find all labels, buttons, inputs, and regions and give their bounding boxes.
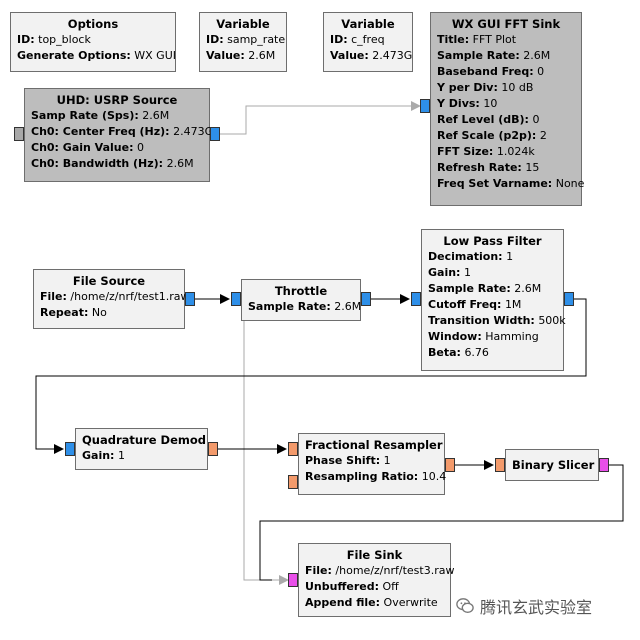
block-title: Fractional Resampler (305, 438, 443, 452)
throttle-in-port[interactable] (231, 292, 241, 306)
file-source-out-port[interactable] (185, 292, 195, 306)
frac-resampler-in-port-0[interactable] (288, 442, 298, 456)
variable-samp-rate-block[interactable]: Variable ID: samp_rate Value: 2.6M (199, 12, 287, 72)
frac-resampler-in-port-1[interactable] (288, 475, 298, 489)
throttle-block[interactable]: Throttle Sample Rate: 2.6M (241, 279, 361, 321)
block-title: WX GUI FFT Sink (451, 17, 561, 31)
lpf-in-port[interactable] (411, 292, 421, 306)
fft-sink-block[interactable]: WX GUI FFT Sink Title: FFT Plot Sample R… (430, 12, 584, 206)
variable-c-freq-block[interactable]: Variable ID: c_freq Value: 2.473G (323, 12, 413, 72)
usrp-source-block[interactable]: UHD: USRP Source Samp Rate (Sps): 2.6M C… (24, 88, 213, 182)
frac-resampler-out-port[interactable] (445, 458, 455, 472)
block-title: File Source (72, 274, 146, 288)
block-title: Low Pass Filter (443, 234, 542, 248)
wire-slicer-filesink (259, 464, 624, 581)
low-pass-filter-block[interactable]: Low Pass Filter Decimation: 1 Gain: 1 Sa… (421, 229, 566, 371)
block-title: Quadrature Demod (82, 433, 207, 447)
fft-sink-in-port[interactable] (420, 99, 430, 113)
block-title: Binary Slicer (512, 458, 595, 472)
file-sink-in-port[interactable] (288, 573, 298, 587)
wechat-icon (456, 598, 474, 613)
watermark: 腾讯玄武实验室 (456, 594, 592, 618)
block-title: UHD: USRP Source (56, 93, 178, 107)
block-title: Variable (341, 17, 395, 31)
block-title: File Sink (346, 548, 403, 562)
watermark-text: 腾讯玄武实验室 (480, 598, 593, 617)
lpf-out-port[interactable] (564, 292, 574, 306)
usrp-source-in-port[interactable] (14, 127, 24, 141)
wire-usrp-fft (220, 101, 421, 135)
quad-demod-in-port[interactable] (65, 442, 75, 456)
binary-slicer-out-port[interactable] (599, 458, 609, 472)
quad-demod-out-port[interactable] (208, 442, 218, 456)
wire-throttle-filesink (243, 299, 289, 585)
binary-slicer-block[interactable]: Binary Slicer (505, 449, 599, 481)
usrp-source-out-port[interactable] (210, 127, 220, 141)
wire-lpf-quad (35, 298, 587, 454)
block-title: Options (67, 17, 119, 31)
quadrature-demod-block[interactable]: Quadrature Demod Gain: 1 (75, 428, 208, 470)
block-title: Throttle (274, 284, 328, 298)
file-source-block[interactable]: File Source File: /home/z/nrf/test1.raw … (33, 269, 189, 329)
options-block[interactable]: Options ID: top_block Generate Options: … (10, 12, 176, 72)
block-title: Variable (216, 17, 270, 31)
fractional-resampler-block[interactable]: Fractional Resampler Phase Shift: 1 Resa… (298, 433, 446, 495)
file-sink-block[interactable]: File Sink File: /home/z/nrf/test3.raw Un… (298, 543, 454, 617)
throttle-out-port[interactable] (361, 292, 371, 306)
binary-slicer-in-port[interactable] (495, 458, 505, 472)
